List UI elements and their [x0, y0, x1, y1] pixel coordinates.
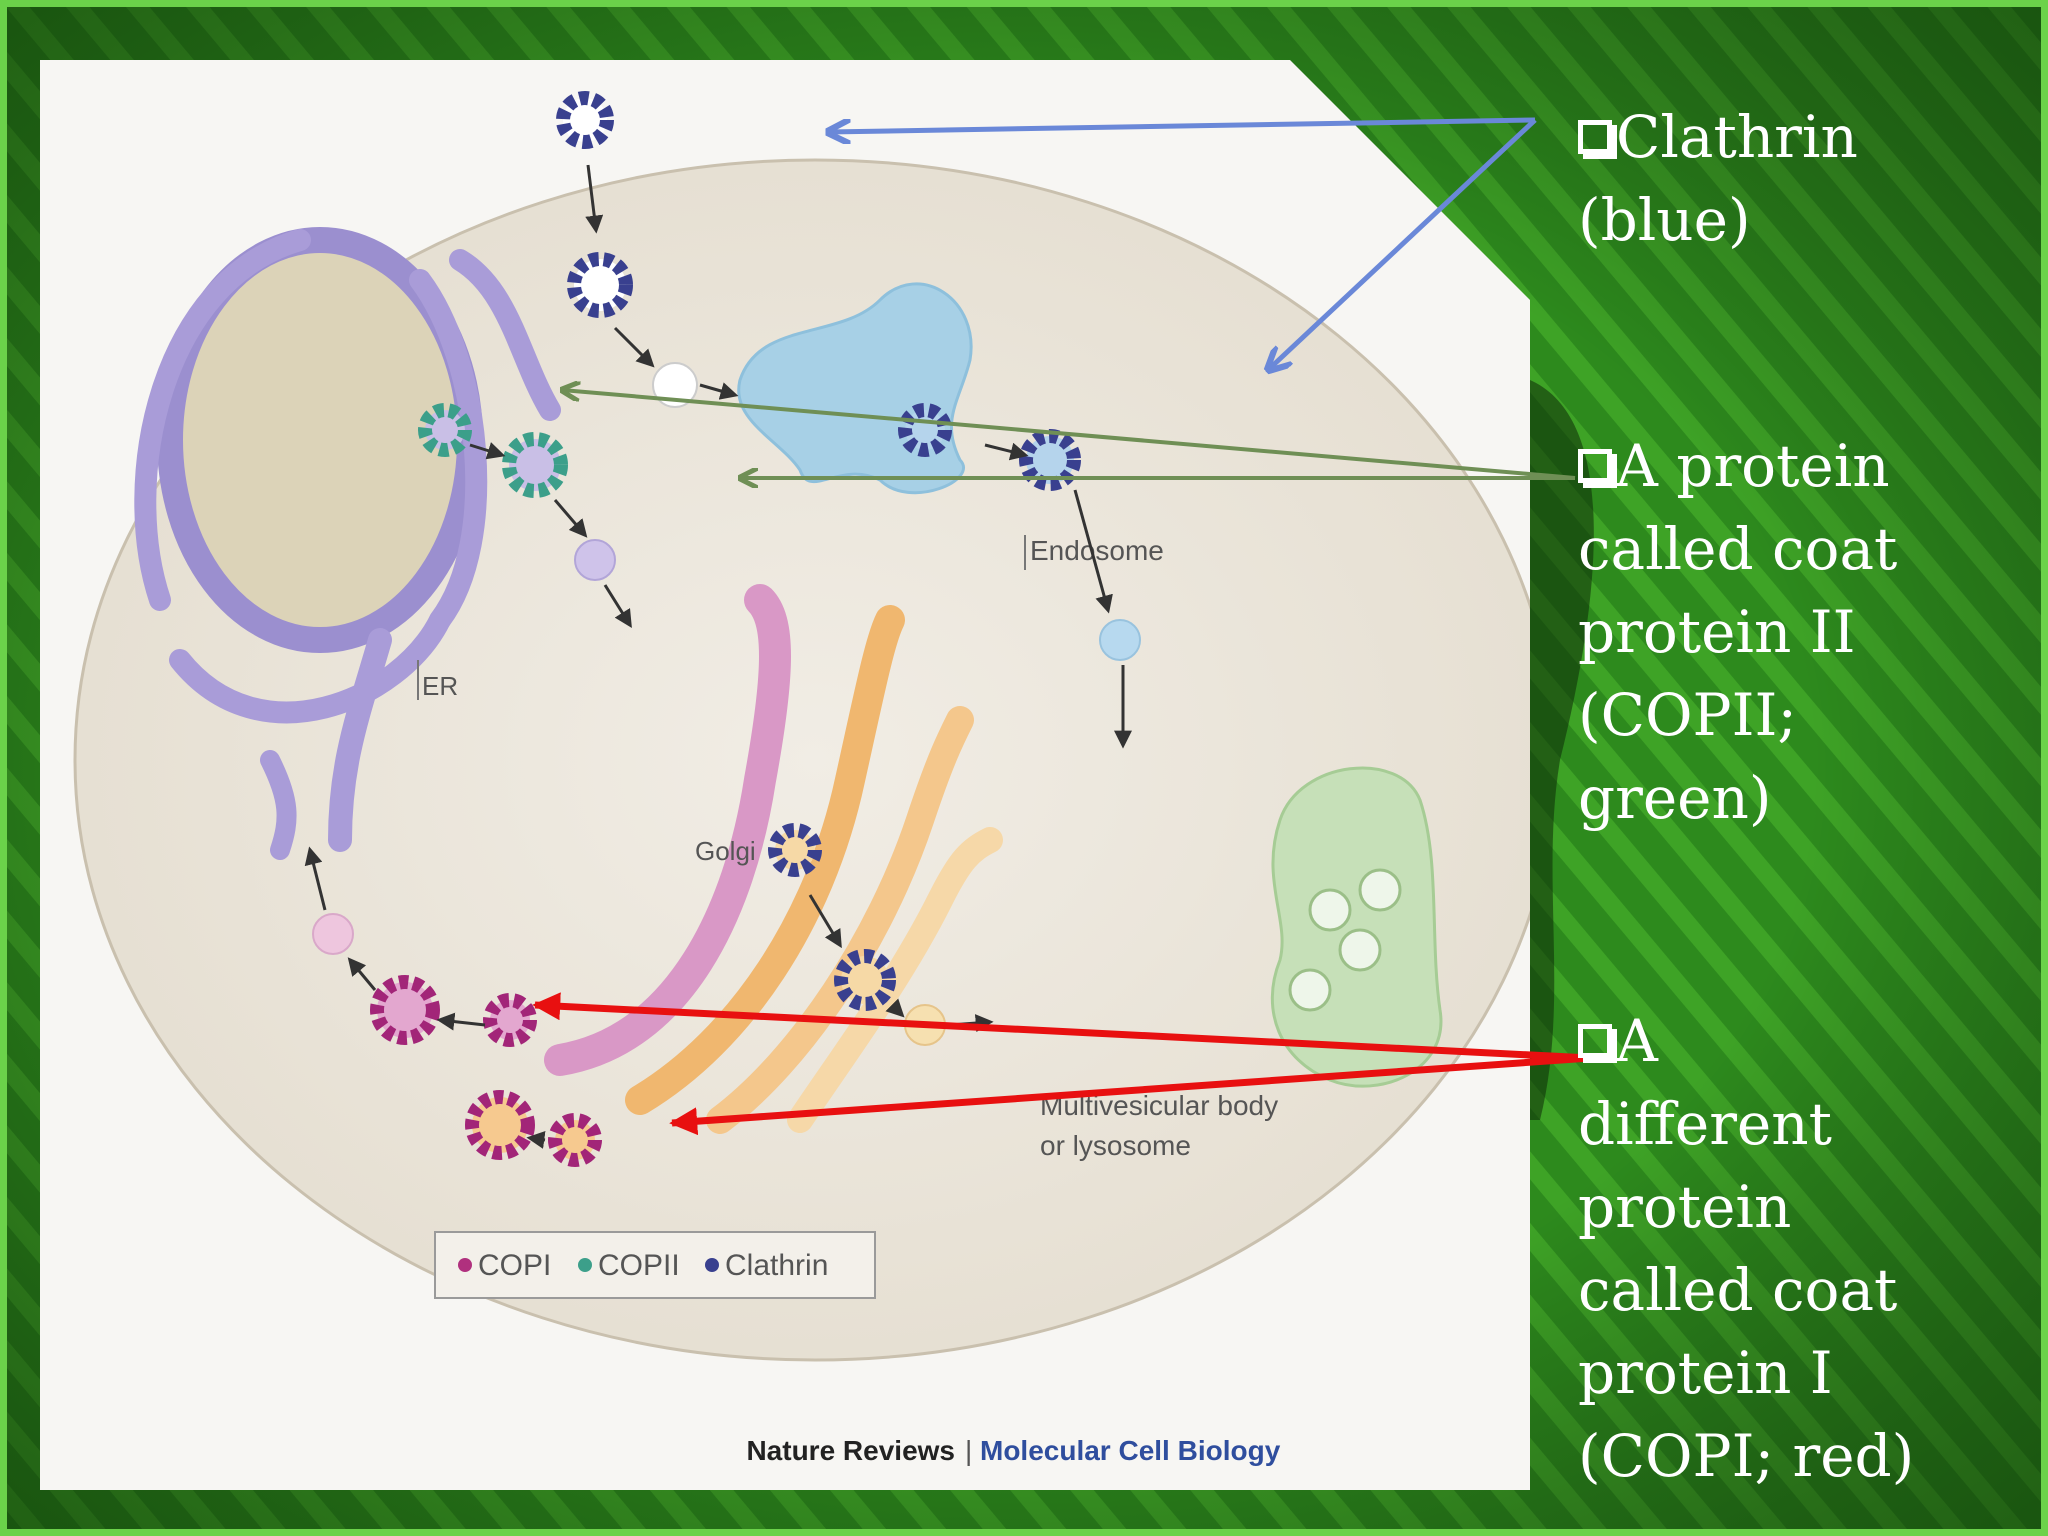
cell-trafficking-diagram: ER Endosome Golgi Multivesicular body or… [73, 91, 1530, 1466]
legend-clathrin: Clathrin [725, 1249, 828, 1282]
golgi-label: Golgi [695, 836, 756, 866]
legend: COPI COPII Clathrin [434, 1231, 876, 1299]
er-structure [134, 227, 561, 860]
checkbox-bullet-icon [1578, 1024, 1612, 1058]
callout-copii: A protein called coat protein II (COPII;… [1578, 432, 1898, 832]
svg-text:|: | [965, 1435, 972, 1466]
checkbox-bullet-icon [1578, 449, 1612, 483]
credit-section: Molecular Cell Biology [980, 1435, 1281, 1466]
legend-copi: COPI [478, 1249, 551, 1282]
copi-vesicles [312, 913, 602, 1167]
mvb-label-line1: Multivesicular body [1040, 1090, 1278, 1121]
copii-vesicles [418, 403, 616, 581]
er-label: ER [422, 671, 458, 701]
checkbox-bullet-icon [1578, 120, 1612, 154]
callout-copi: A different protein called coat protein … [1578, 1007, 1915, 1490]
multivesicular-body [1270, 766, 1443, 1088]
mvb-label-line2: or lysosome [1040, 1130, 1191, 1161]
callout-clathrin: Clathrin (blue) [1578, 103, 1858, 254]
credit-journal: Nature Reviews [746, 1435, 955, 1466]
legend-copii: COPII [598, 1249, 680, 1282]
endosome-label: Endosome [1030, 535, 1164, 566]
